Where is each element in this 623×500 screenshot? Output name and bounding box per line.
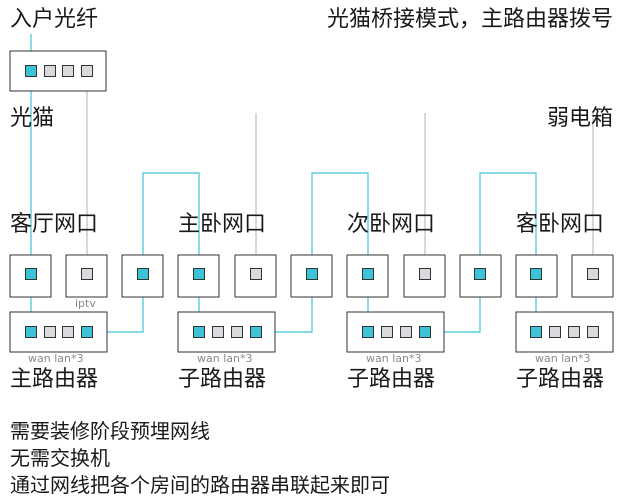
modem-box xyxy=(9,50,107,92)
socket-port xyxy=(137,268,149,280)
chain-cable-3 xyxy=(425,172,537,333)
modem-port-4 xyxy=(81,65,93,77)
wall-sockets xyxy=(9,254,614,298)
modem-port-2 xyxy=(44,65,56,77)
chain-cable-1 xyxy=(87,172,200,333)
chain-cable-2 xyxy=(256,172,369,333)
socket-port xyxy=(81,268,93,280)
router-sub-label-1: 子路由器 xyxy=(178,367,267,392)
room-label-living: 客厅网口 xyxy=(10,212,99,237)
socket-port xyxy=(530,268,542,280)
room-label-master: 主卧网口 xyxy=(178,212,267,237)
router-main-label: 主路由器 xyxy=(10,367,99,392)
fiber-in-label: 入户光纤 xyxy=(10,7,99,32)
socket-port xyxy=(25,268,37,280)
mode-title: 光猫桥接模式，主路由器拨号 xyxy=(326,7,613,32)
note-line-2: 无需交换机 xyxy=(10,446,110,470)
routers xyxy=(9,311,614,353)
socket-port xyxy=(193,268,205,280)
modem-port-3 xyxy=(62,65,74,77)
wan-lan-label-sub1: wan lan*3 xyxy=(197,352,253,365)
note-line-1: 需要装修阶段预埋网线 xyxy=(10,419,210,443)
socket-port xyxy=(419,268,431,280)
socket-port xyxy=(474,268,486,280)
modem-label: 光猫 xyxy=(10,106,55,131)
weak-box-label: 弱电箱 xyxy=(546,106,613,131)
room-label-guest: 客卧网口 xyxy=(516,212,605,237)
note-line-3: 通过网线把各个房间的路由器串联起来即可 xyxy=(10,473,390,497)
wan-lan-label-sub3: wan lan*3 xyxy=(535,352,591,365)
router-main xyxy=(9,311,108,353)
iptv-label: iptv xyxy=(75,297,96,310)
router-sub-label-3: 子路由器 xyxy=(516,367,605,392)
router-sub-3 xyxy=(515,311,614,353)
wan-lan-label-main: wan lan*3 xyxy=(28,352,84,365)
router-sub-1 xyxy=(177,311,276,353)
router-sub-label-2: 子路由器 xyxy=(347,367,436,392)
socket-port xyxy=(362,268,374,280)
socket-port xyxy=(587,268,599,280)
wan-lan-label-sub2: wan lan*3 xyxy=(366,352,422,365)
socket-port xyxy=(250,268,262,280)
router-sub-2 xyxy=(346,311,445,353)
socket-port xyxy=(306,268,318,280)
modem-port-1 xyxy=(25,65,37,77)
room-label-second: 次卧网口 xyxy=(347,212,436,237)
